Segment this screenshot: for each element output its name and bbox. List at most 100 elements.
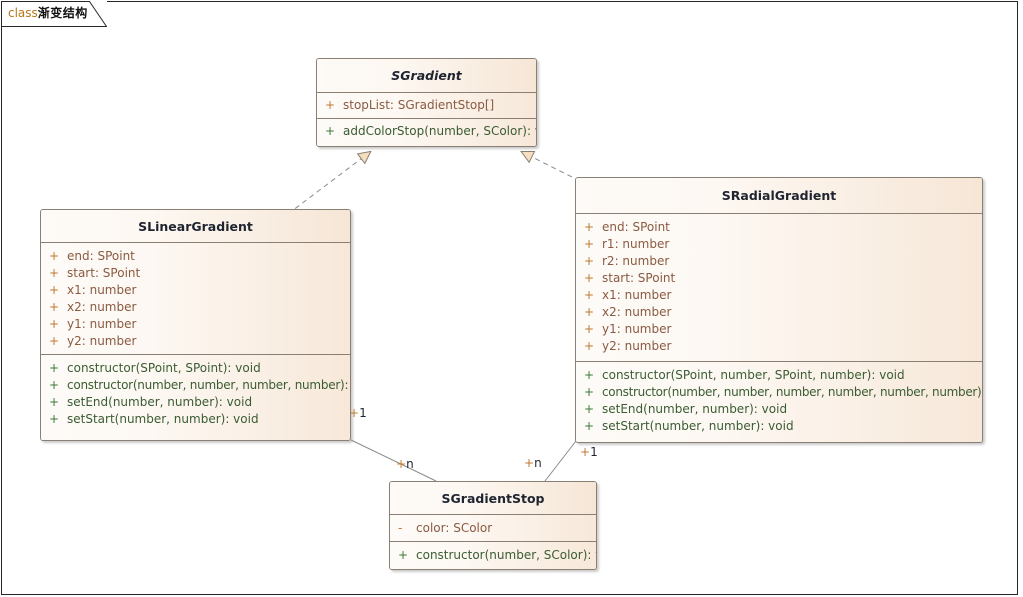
attribute-row: + x2: number <box>576 304 982 321</box>
diagram-title-name: 渐变结构 <box>37 6 88 20</box>
method-label: constructor(number, number, number, numb… <box>602 385 983 399</box>
method-row: + constructor(number, number, number, nu… <box>576 384 982 401</box>
multiplicity-linear-1: +1 <box>349 406 367 420</box>
visibility-marker: + <box>49 249 60 263</box>
multiplicity-radial-1: +1 <box>580 445 598 459</box>
attribute-row: + start: SPoint <box>41 265 350 282</box>
class-box-sgradient[interactable]: SGradient + stopList: SGradientStop[] + … <box>316 58 537 147</box>
visibility-marker: + <box>49 300 60 314</box>
attribute-label: start: SPoint <box>67 266 141 280</box>
attribute-label: y2: number <box>602 339 672 353</box>
visibility-marker: + <box>584 419 595 433</box>
visibility-marker: + <box>584 402 595 416</box>
attribute-row: + y1: number <box>41 316 350 333</box>
visibility-marker: + <box>49 395 60 409</box>
method-label: setStart(number, number): void <box>67 412 259 426</box>
visibility-marker: + <box>49 266 60 280</box>
method-row: + setEnd(number, number): void <box>576 401 982 418</box>
attribute-label: y1: number <box>602 322 672 336</box>
attribute-row: + x1: number <box>576 287 982 304</box>
method-label: addColorStop(number, SColor): void <box>343 124 536 138</box>
class-box-slineargradient[interactable]: SLinearGradient + end: SPoint + start: S… <box>40 209 351 441</box>
class-box-sgradientstop[interactable]: SGradientStop - color: SColor + construc… <box>389 481 597 570</box>
method-row: + constructor(number, number, number, nu… <box>41 377 350 394</box>
attribute-label: x1: number <box>602 288 672 302</box>
attribute-row: + r1: number <box>576 236 982 253</box>
class-attributes-sradialgradient: + end: SPoint + r1: number + r2: number … <box>576 214 982 362</box>
class-attributes-sgradientstop: - color: SColor <box>390 515 596 542</box>
diagram-title-tab[interactable]: class渐变结构 <box>1 1 107 27</box>
attribute-row: + r2: number <box>576 253 982 270</box>
attribute-row: + end: SPoint <box>41 248 350 265</box>
visibility-marker: + <box>584 368 595 382</box>
attribute-label: x2: number <box>67 300 137 314</box>
visibility-marker: + <box>49 317 60 331</box>
rel-linear-stop <box>350 439 437 482</box>
visibility-marker: + <box>584 288 595 302</box>
attribute-label: stopList: SGradientStop[] <box>343 98 495 112</box>
attribute-label: end: SPoint <box>67 249 135 263</box>
visibility-marker: + <box>49 378 60 392</box>
attribute-label: start: SPoint <box>602 271 676 285</box>
attribute-row: + x2: number <box>41 299 350 316</box>
title-tab-shape <box>1 1 107 27</box>
attribute-label: r2: number <box>602 254 670 268</box>
class-attributes-slineargradient: + end: SPoint + start: SPoint + x1: numb… <box>41 243 350 355</box>
attribute-row: + stopList: SGradientStop[] <box>317 97 536 114</box>
visibility-marker: + <box>584 339 595 353</box>
visibility-marker: + <box>584 385 595 399</box>
method-row: + constructor(SPoint, SPoint): void <box>41 360 350 377</box>
method-row: + constructor(SPoint, number, SPoint, nu… <box>576 367 982 384</box>
multiplicity-linear-n: +n <box>396 457 414 471</box>
visibility-marker: + <box>398 548 409 562</box>
method-row: + setStart(number, number): void <box>576 418 982 435</box>
class-methods-sgradient: + addColorStop(number, SColor): void <box>317 119 536 146</box>
rel-linear-gradient <box>287 152 370 215</box>
visibility-marker: + <box>325 124 336 138</box>
method-label: constructor(number, number, number, numb… <box>67 378 351 392</box>
method-row: + constructor(number, SColor): void <box>390 547 596 564</box>
method-label: constructor(number, SColor): void <box>416 548 596 562</box>
visibility-marker: + <box>584 271 595 285</box>
method-row: + setStart(number, number): void <box>41 411 350 428</box>
method-label: setEnd(number, number): void <box>602 402 788 416</box>
attribute-row: + x1: number <box>41 282 350 299</box>
class-methods-slineargradient: + constructor(SPoint, SPoint): void + co… <box>41 355 350 440</box>
diagram-title-text: class渐变结构 <box>8 5 88 22</box>
multiplicity-radial-n: +n <box>524 456 542 470</box>
class-title-sgradientstop: SGradientStop <box>390 482 596 515</box>
visibility-marker: + <box>584 322 595 336</box>
attribute-row: + y2: number <box>576 338 982 355</box>
method-label: setEnd(number, number): void <box>67 395 253 409</box>
method-label: setStart(number, number): void <box>602 419 794 433</box>
attribute-label: x2: number <box>602 305 672 319</box>
attribute-label: x1: number <box>67 283 137 297</box>
method-label: constructor(SPoint, SPoint): void <box>67 361 261 375</box>
class-box-sradialgradient[interactable]: SRadialGradient + end: SPoint + r1: numb… <box>575 177 983 443</box>
visibility-marker: + <box>49 412 60 426</box>
visibility-marker: + <box>584 305 595 319</box>
method-row: + addColorStop(number, SColor): void <box>317 123 536 140</box>
attribute-row: + start: SPoint <box>576 270 982 287</box>
visibility-marker: + <box>49 283 60 297</box>
attribute-label: color: SColor <box>416 521 493 535</box>
visibility-marker: + <box>584 254 595 268</box>
attribute-label: end: SPoint <box>602 220 670 234</box>
attribute-row: + y2: number <box>41 333 350 350</box>
attribute-label: y2: number <box>67 334 137 348</box>
visibility-marker: + <box>325 98 336 112</box>
rel-radial-stop <box>544 440 577 482</box>
class-title-sgradient: SGradient <box>317 59 536 93</box>
class-title-slineargradient: SLinearGradient <box>41 210 350 243</box>
attribute-row: + y1: number <box>576 321 982 338</box>
visibility-marker: + <box>584 220 595 234</box>
visibility-marker: + <box>49 361 60 375</box>
attribute-row: - color: SColor <box>390 520 596 537</box>
visibility-marker: - <box>398 521 403 535</box>
class-methods-sradialgradient: + constructor(SPoint, number, SPoint, nu… <box>576 362 982 442</box>
method-row: + setEnd(number, number): void <box>41 394 350 411</box>
visibility-marker: + <box>584 237 595 251</box>
class-title-sradialgradient: SRadialGradient <box>576 178 982 214</box>
attribute-label: r1: number <box>602 237 670 251</box>
